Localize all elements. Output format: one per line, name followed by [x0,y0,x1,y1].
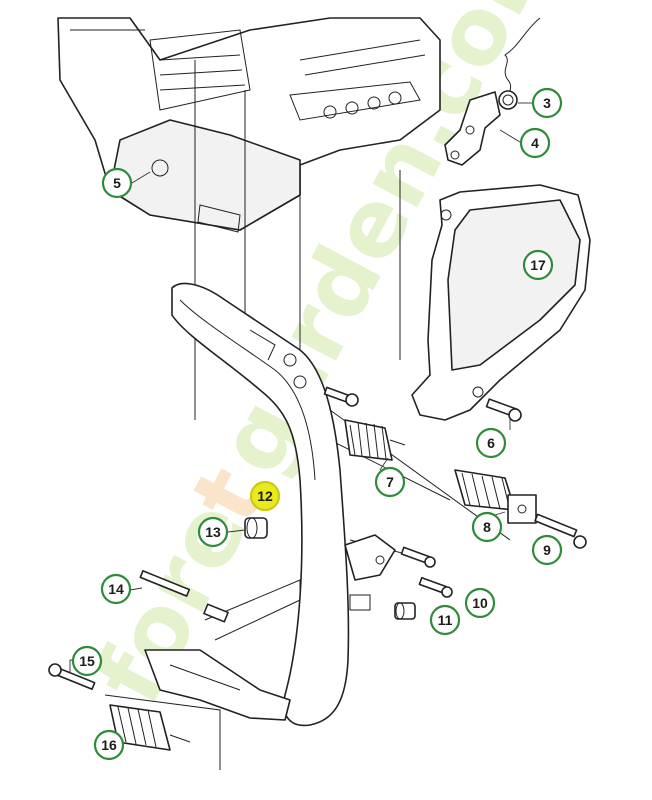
svg-text:10: 10 [472,595,488,611]
svg-text:17: 17 [530,257,546,273]
part-14-screw[interactable] [139,570,229,623]
callout-10[interactable]: 10 [464,587,496,619]
svg-text:15: 15 [79,653,95,669]
callout-5[interactable]: 5 [101,167,133,199]
callout-14[interactable]: 14 [100,573,132,605]
svg-text:13: 13 [205,524,221,540]
svg-text:8: 8 [483,519,491,535]
part-13-spacer[interactable] [244,517,268,539]
part-10-screws[interactable] [400,546,453,598]
screw-upper[interactable] [323,386,359,407]
svg-text:14: 14 [108,581,124,597]
callout-8[interactable]: 8 [471,511,503,543]
svg-text:4: 4 [531,135,539,151]
part-6-screw[interactable] [485,398,522,422]
callout-9[interactable]: 9 [531,534,563,566]
part-3-spring[interactable] [498,17,541,110]
svg-text:9: 9 [543,542,551,558]
svg-text:11: 11 [438,612,453,628]
svg-text:16: 16 [101,737,117,753]
svg-text:7: 7 [386,474,394,490]
part-15-screw[interactable] [48,663,96,691]
callout-11[interactable]: 11 [429,604,461,636]
callout-12[interactable]: 12 [249,480,281,512]
callout-15[interactable]: 15 [71,645,103,677]
callout-3[interactable]: 3 [531,87,563,119]
callout-7[interactable]: 7 [374,466,406,498]
part-11-bushing[interactable] [394,602,416,620]
svg-text:12: 12 [257,488,273,504]
part-17-handle-cover[interactable] [411,184,591,421]
front-handle[interactable] [144,282,396,727]
svg-text:3: 3 [543,95,551,111]
part-8-damper[interactable] [454,469,537,524]
part-7-damper[interactable] [344,419,406,461]
callout-16[interactable]: 16 [93,729,125,761]
part-16-damper[interactable] [104,694,221,770]
svg-text:5: 5 [113,175,121,191]
callout-6[interactable]: 6 [475,427,507,459]
callout-13[interactable]: 13 [197,516,229,548]
callout-4[interactable]: 4 [519,127,551,159]
callout-17[interactable]: 17 [522,249,554,281]
part-9-screw[interactable] [534,513,587,549]
svg-text:6: 6 [487,435,495,451]
part-4-bracket[interactable] [444,91,501,166]
leader-lines [69,102,532,672]
